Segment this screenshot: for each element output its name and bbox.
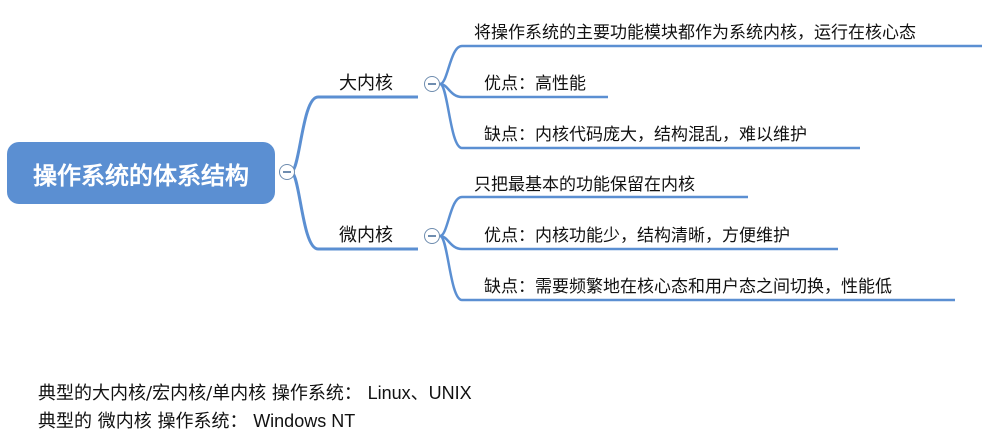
- note-monolithic-prefix: 典型的大内核/宏内核/单内核 操作系统：: [38, 383, 362, 404]
- connector-root-to-branch-2: [289, 170, 319, 251]
- collapse-icon[interactable]: [424, 76, 440, 92]
- leaf-microkernel-advantage: 优点：内核功能少，结构清晰，方便维护: [484, 226, 790, 246]
- note-monolithic-value: Linux、UNIX: [367, 383, 472, 403]
- collapse-icon[interactable]: [279, 164, 295, 180]
- connector-branch-1-leaf-1: [439, 44, 463, 86]
- note-microkernel-examples: 典型的 微内核 操作系统： Windows NT: [38, 407, 355, 433]
- leaf-microkernel-disadvantage: 缺点：需要频繁地在核心态和用户态之间切换，性能低: [484, 277, 892, 297]
- note-monolithic-examples: 典型的大内核/宏内核/单内核 操作系统： Linux、UNIX: [38, 379, 472, 405]
- leaf-microkernel-description: 只把最基本的功能保留在内核: [474, 175, 695, 195]
- note-microkernel-value: Windows NT: [253, 411, 356, 431]
- note-microkernel-prefix: 典型的 微内核 操作系统：: [38, 411, 248, 432]
- connector-root-to-branch-1: [289, 95, 319, 174]
- root-node-label: 操作系统的体系结构: [33, 161, 249, 190]
- branch-label-microkernel: 微内核: [339, 225, 393, 246]
- connector-branch-1-leaf-3: [438, 82, 463, 150]
- leaf-monolithic-disadvantage: 缺点：内核代码庞大，结构混乱，难以维护: [484, 125, 807, 145]
- connector-branch-2-leaf-1: [439, 195, 463, 238]
- connector-branch-2-leaf-3: [438, 234, 463, 302]
- branch-label-monolithic-kernel: 大内核: [339, 73, 393, 94]
- root-node: 操作系统的体系结构: [7, 142, 275, 204]
- leaf-monolithic-advantage: 优点：高性能: [484, 74, 586, 94]
- collapse-icon[interactable]: [424, 228, 440, 244]
- leaf-monolithic-description: 将操作系统的主要功能模块都作为系统内核，运行在核心态: [474, 23, 916, 43]
